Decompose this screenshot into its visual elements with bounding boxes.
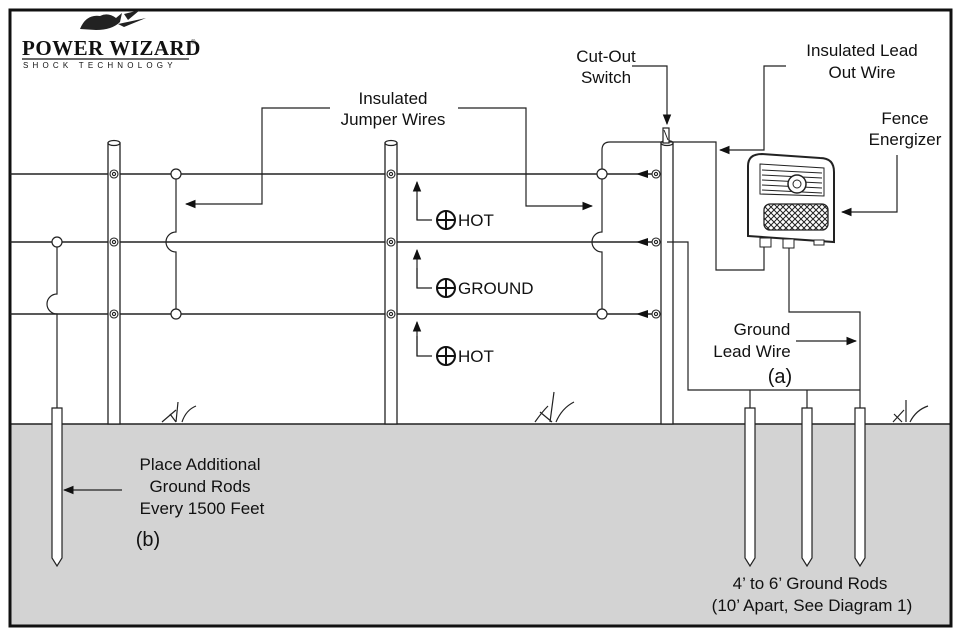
ground-rods-label-line2: (10’ Apart, See Diagram 1) <box>712 596 913 615</box>
ground-rod <box>854 407 866 568</box>
insulated-lead-label-line1: Insulated Lead <box>806 41 918 60</box>
ground-rod <box>801 407 813 568</box>
insulators <box>109 169 661 319</box>
ground-area <box>10 424 951 626</box>
additional-rods-label-line2: Ground Rods <box>149 477 250 496</box>
fence-ground-connection <box>667 241 860 391</box>
fence-energizer-label-line2: Energizer <box>869 130 942 149</box>
ground-rods <box>51 407 866 568</box>
wizard-emblem-icon <box>80 10 146 30</box>
fence-posts <box>107 139 674 425</box>
hot-label-top: HOT <box>458 211 494 230</box>
ground-lead-tag: (a) <box>768 366 792 388</box>
ground-jumper-left <box>46 236 63 408</box>
grass-tuft-icon <box>161 391 929 423</box>
ground-rods-label-line1: 4’ to 6’ Ground Rods <box>733 574 888 593</box>
jumper-wires-label-line1: Insulated <box>359 89 428 108</box>
ground-lead-label-line2: Lead Wire <box>713 342 790 361</box>
insulated-lead-label-line2: Out Wire <box>828 63 895 82</box>
power-wizard-logo: POWER WIZARD ® SHOCK TECHNOLOGY <box>22 10 201 70</box>
corner-tensioners <box>636 170 648 318</box>
fence-energizer <box>747 152 835 249</box>
logo-text: POWER WIZARD <box>22 36 201 60</box>
jumper-wires-label-line2: Jumper Wires <box>341 110 446 129</box>
registered-mark: ® <box>191 39 196 46</box>
polarity-indicators: HOT GROUND HOT <box>412 180 534 366</box>
ground-lead-label-line1: Ground <box>734 320 791 339</box>
diagram-labels: Cut-Out Switch Insulated Lead Out Wire I… <box>136 41 942 615</box>
cutout-switch-label-line2: Switch <box>581 68 631 87</box>
ground-rod <box>744 407 756 568</box>
fence-energizer-label-line1: Fence <box>881 109 928 128</box>
ground-lead-wire <box>788 248 861 408</box>
cutout-switch-label-line1: Cut-Out <box>576 47 636 66</box>
fence-post <box>107 139 121 425</box>
jumper-wire-right <box>591 141 664 320</box>
plus-in-circle-icon <box>436 210 456 230</box>
callout-arrows <box>62 65 898 495</box>
additional-rods-label-line1: Place Additional <box>140 455 261 474</box>
corner-post <box>660 139 674 425</box>
crosshatch-grille-icon <box>763 203 829 231</box>
cutout-switch <box>662 127 670 144</box>
ground-rod-additional <box>51 407 63 568</box>
diagram-border <box>8 8 953 628</box>
plus-in-circle-icon <box>436 346 456 366</box>
plus-in-circle-icon <box>436 278 456 298</box>
logo-tagline: SHOCK TECHNOLOGY <box>23 61 177 70</box>
fence-post <box>384 139 398 425</box>
additional-rods-tag: (b) <box>136 529 160 551</box>
jumper-wire-left <box>165 168 182 320</box>
hot-label-bottom: HOT <box>458 347 494 366</box>
insulated-lead-out-wire <box>669 141 765 271</box>
additional-rods-label-line3: Every 1500 Feet <box>140 499 265 518</box>
ground-label-middle: GROUND <box>458 279 534 298</box>
